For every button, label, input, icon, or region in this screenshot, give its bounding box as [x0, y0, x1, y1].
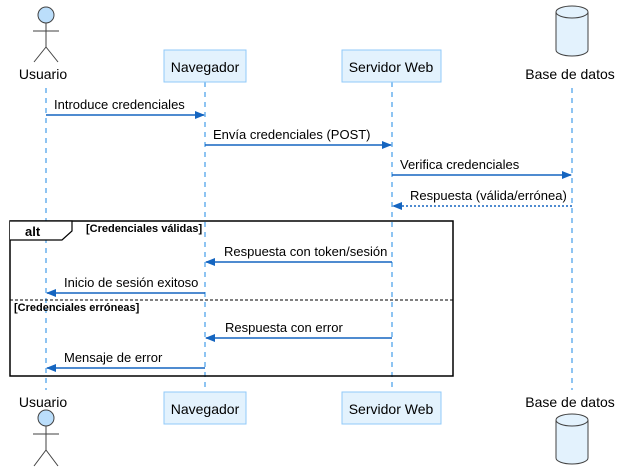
message-label-2: Envía credenciales (POST) [213, 127, 371, 142]
message-label-3: Verifica credenciales [400, 157, 520, 172]
participant-label-navegador-top: Navegador [170, 59, 240, 75]
message-label-5: Respuesta con token/sesión [224, 244, 388, 259]
database-icon-bottom [555, 413, 589, 465]
participant-label-base-top: Base de datos [525, 66, 615, 82]
alt-guard-valid: [Credenciales válidas] [86, 223, 203, 235]
participant-label-base-bottom: Base de datos [525, 394, 615, 410]
message-label-1: Introduce credenciales [54, 97, 185, 112]
participant-box-servidor-bottom [341, 391, 442, 425]
participant-label-servidor-bottom: Servidor Web [348, 401, 434, 417]
alt-frame [9, 220, 454, 377]
participant-label-navegador-bottom: Navegador [170, 401, 240, 417]
database-icon-top [555, 5, 589, 57]
alt-tag-label: alt [25, 224, 41, 239]
message-label-8: Mensaje de error [64, 350, 163, 365]
message-label-7: Respuesta con error [225, 320, 343, 335]
participant-box-navegador-top [163, 49, 247, 83]
participant-box-servidor-top [341, 49, 442, 83]
participant-label-usuario-top: Usuario [18, 66, 68, 82]
participant-box-navegador-bottom [163, 391, 247, 425]
alt-guard-invalid: [Credenciales erróneas] [14, 302, 140, 314]
message-label-6: Inicio de sesión exitoso [64, 275, 199, 290]
participant-label-servidor-top: Servidor Web [348, 59, 434, 75]
actor-usuario-top [33, 6, 59, 63]
actor-usuario-bottom [33, 409, 59, 467]
message-label-4: Respuesta (válida/errónea) [410, 188, 567, 203]
participant-label-usuario-bottom: Usuario [18, 394, 68, 410]
